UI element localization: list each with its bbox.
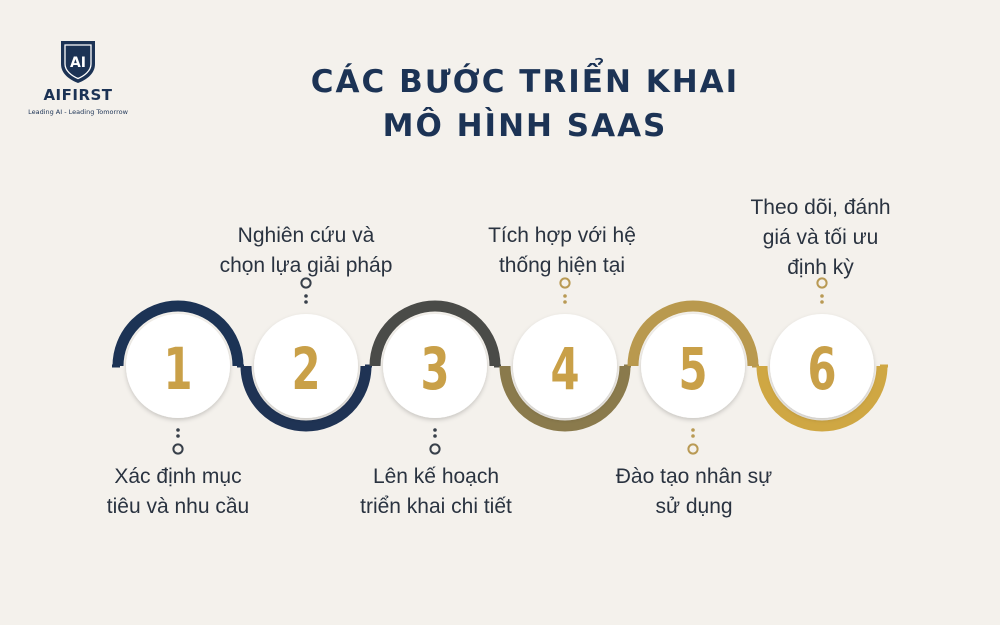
step-1-dot-2 — [176, 434, 180, 438]
page-title: CÁC BƯỚC TRIỂN KHAI MÔ HÌNH SAAS — [290, 60, 760, 148]
step-2-dot-1 — [304, 300, 308, 304]
step-4-line-1: Tích hợp với hệ — [488, 224, 636, 247]
step-label-6: Theo dõi, đánh giá và tối ưu định kỳ — [728, 193, 913, 283]
brand-name: AIFIRST — [43, 86, 113, 104]
step-1-circle — [126, 314, 230, 418]
step-label-3: Lên kế hoạch triển khai chi tiết — [336, 462, 536, 522]
step-3-line-2: triển khai chi tiết — [360, 495, 512, 518]
step-6-circle — [770, 314, 874, 418]
step-3-number: 3 — [420, 335, 449, 403]
step-1-arc — [112, 300, 244, 367]
step-1-dot-1 — [176, 428, 180, 432]
brand-tagline: Leading AI - Leading Tomorrow — [28, 108, 128, 116]
step-6: 6 — [756, 277, 888, 432]
step-1-number: 1 — [163, 335, 192, 403]
step-2-line-2: chọn lựa giải pháp — [219, 254, 393, 277]
step-label-1: Xác định mục tiêu và nhu cầu — [88, 462, 268, 522]
step-label-5: Đào tạo nhân sự sử dụng — [594, 462, 794, 522]
logo-mark-text: AI — [70, 55, 86, 71]
step-2-circle — [254, 314, 358, 418]
step-6-line-2: giá và tối ưu — [762, 226, 879, 249]
step-3-marker — [429, 443, 441, 455]
step-3-arc — [369, 300, 501, 367]
step-1-marker — [172, 443, 184, 455]
step-3: 3 — [369, 300, 501, 455]
step-5-line-1: Đào tạo nhân sự — [615, 465, 773, 488]
step-4-marker — [559, 277, 571, 289]
step-4-circle — [513, 314, 617, 418]
step-2-dot-2 — [304, 294, 308, 298]
step-5-marker — [687, 443, 699, 455]
step-5-number: 5 — [678, 335, 707, 403]
step-2-marker — [300, 277, 312, 289]
step-3-dot-1 — [433, 428, 437, 432]
step-2-line-1: Nghiên cứu và — [237, 224, 375, 247]
step-6-dot-1 — [820, 300, 824, 304]
brand-logo: AI AIFIRST Leading AI - Leading Tomorrow — [28, 38, 128, 116]
title-line-2: MÔ HÌNH SAAS — [382, 108, 668, 144]
step-6-arc — [756, 365, 888, 432]
step-3-circle — [383, 314, 487, 418]
step-5-arc — [627, 300, 759, 367]
step-4-arc — [499, 365, 631, 432]
step-1-line-2: tiêu và nhu cầu — [106, 495, 250, 518]
step-6-line-3: định kỳ — [787, 256, 854, 279]
step-3-line-1: Lên kế hoạch — [372, 465, 500, 488]
step-4-line-2: thống hiện tại — [498, 254, 626, 277]
step-5-dot-2 — [691, 434, 695, 438]
step-5-circle — [641, 314, 745, 418]
step-6-marker — [816, 277, 828, 289]
step-1-line-1: Xác định mục — [114, 465, 242, 488]
step-6-number: 6 — [807, 335, 836, 403]
step-1: 1 — [112, 300, 244, 455]
step-2-arc — [240, 365, 372, 432]
step-5-dot-1 — [691, 428, 695, 432]
step-label-4: Tích hợp với hệ thống hiện tại — [462, 221, 662, 281]
step-6-line-1: Theo dõi, đánh — [750, 196, 891, 219]
step-2: 2 — [240, 277, 372, 432]
step-4: 4 — [499, 277, 631, 432]
title-line-1: CÁC BƯỚC TRIỂN KHAI — [310, 64, 740, 100]
step-2-number: 2 — [291, 335, 320, 403]
step-5: 5 — [627, 300, 759, 455]
step-4-dot-2 — [563, 294, 567, 298]
step-label-2: Nghiên cứu và chọn lựa giải pháp — [196, 221, 416, 281]
step-4-dot-1 — [563, 300, 567, 304]
step-3-dot-2 — [433, 434, 437, 438]
shield-logo-icon: AI — [61, 41, 95, 83]
step-4-number: 4 — [550, 335, 579, 403]
step-5-line-2: sử dụng — [655, 495, 733, 518]
step-6-dot-2 — [820, 294, 824, 298]
